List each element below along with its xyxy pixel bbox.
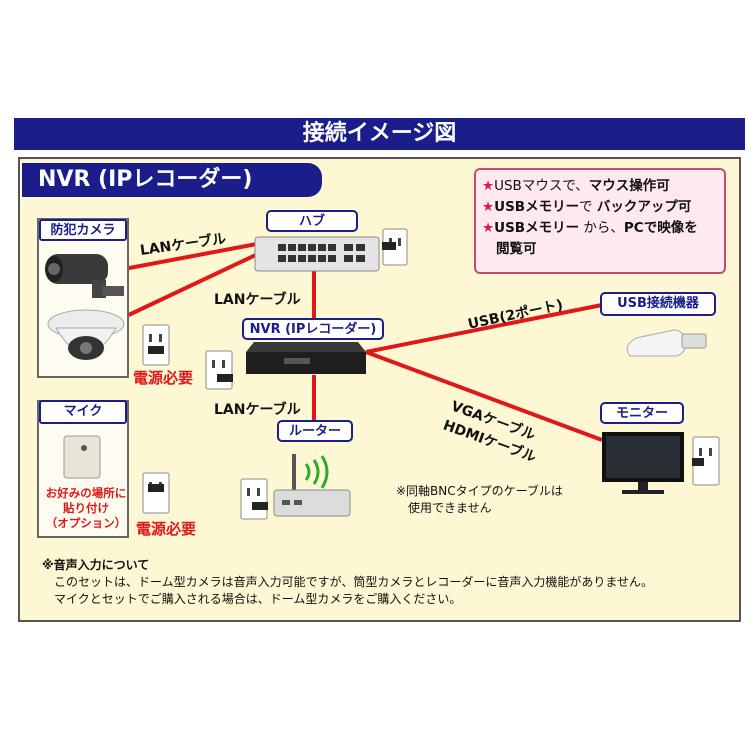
outlet-icon (240, 478, 268, 520)
usb-features-box: ★USBマウスで、マウス操作可 ★USBメモリーで バックアップ可 ★USBメモ… (474, 168, 726, 274)
cable-label-lan-hub-nvr: LANケーブル (214, 292, 301, 308)
microphone-icon (63, 435, 101, 479)
bullet-camera-icon (45, 254, 124, 298)
monitor-icon (602, 432, 684, 494)
usb-feature-item: ★USBメモリー から、PCで映像を (482, 220, 698, 236)
dome-camera-icon (47, 309, 125, 360)
outlet-icon (142, 472, 170, 514)
cable-label-lan-router: LANケーブル (214, 402, 301, 418)
outlet-icon (692, 436, 720, 486)
mic-note: お好みの場所に 貼り付け （オプション） (45, 486, 127, 530)
cable-dome-hub (117, 250, 263, 322)
usb-feature-item: ★USBメモリーで バックアップ可 (482, 199, 692, 215)
bnc-note: ※同軸BNCタイプのケーブルは 使用できません (396, 484, 563, 515)
outlet-icon (142, 324, 170, 366)
hub-icon (254, 236, 380, 272)
monitor-label: モニター (600, 402, 684, 424)
outlet-icon (205, 350, 233, 390)
power-required-label: 電源必要 (136, 520, 197, 538)
cable-nvr-monitor (365, 350, 603, 442)
hub-label: ハブ (266, 210, 358, 232)
usb-feature-item: 閲覧可 (496, 241, 537, 257)
page-title: 接続イメージ図 (14, 118, 745, 150)
audio-note: ※音声入力について このセットは、ドーム型カメラは音声入力可能ですが、筒型カメラ… (42, 558, 654, 606)
nvr-header: NVR (IPレコーダー) (22, 163, 322, 197)
nvr-label: NVR (IPレコーダー) (242, 318, 384, 340)
mic-group-label: マイク (39, 400, 127, 424)
power-required-label: 電源必要 (133, 369, 194, 387)
outlet-icon (382, 228, 408, 266)
camera-group-label: 防犯カメラ (39, 219, 127, 241)
router-label: ルーター (277, 420, 353, 442)
nvr-icon (246, 342, 366, 374)
cable-cam-hub (107, 241, 263, 274)
usb-stick-icon (626, 329, 707, 357)
cable-nvr-usb (365, 303, 603, 354)
usb-device-label: USB接続機器 (600, 292, 716, 316)
router-icon (273, 454, 351, 517)
usb-feature-item: ★USBマウスで、マウス操作可 (482, 178, 670, 194)
